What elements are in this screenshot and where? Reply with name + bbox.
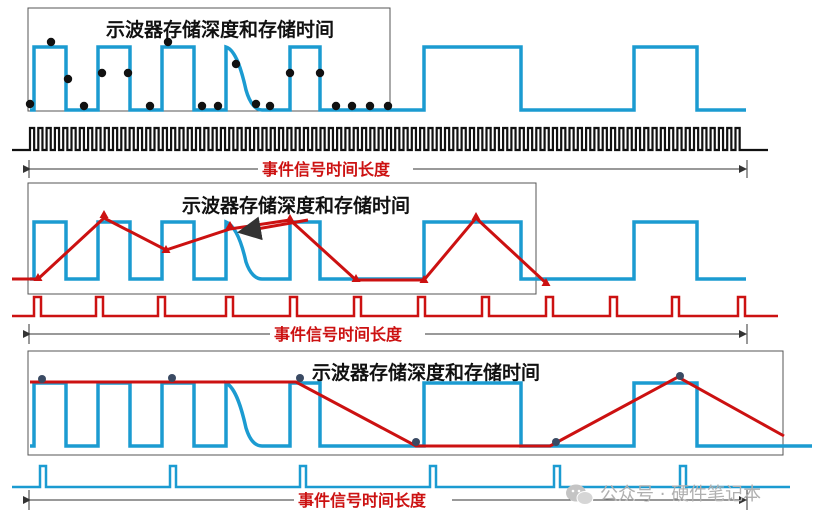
sample-point <box>265 101 275 111</box>
sample-point <box>296 374 304 382</box>
panel-1-sample-clock <box>12 126 768 152</box>
sample-point <box>383 101 393 111</box>
sample-point <box>225 221 235 229</box>
sample-point <box>25 99 35 109</box>
sample-point <box>168 374 176 382</box>
sample-point <box>471 212 481 220</box>
sample-point <box>231 59 241 69</box>
sample-point <box>251 99 261 109</box>
wechat-icon <box>566 484 594 505</box>
sample-point <box>285 214 295 222</box>
sample-point <box>197 101 207 111</box>
sample-point <box>365 101 375 111</box>
panel-3-reconstructed-waveform <box>30 375 785 448</box>
panel-1-span-label: 事件信号时间长度 <box>262 160 391 179</box>
sample-point <box>347 101 357 111</box>
sample-point <box>97 68 107 78</box>
sample-point <box>145 101 155 111</box>
panel-2: 示波器存储深度和存储时间 事件信号时间长度 <box>12 182 778 345</box>
panel-2-event-signal <box>30 219 746 281</box>
panel-3-span-label: 事件信号时间长度 <box>298 491 427 510</box>
sample-point <box>123 68 133 78</box>
sample-point <box>351 274 361 282</box>
sample-point <box>163 37 173 47</box>
sample-point <box>79 101 89 111</box>
panel-3-title: 示波器存储深度和存储时间 <box>312 361 540 384</box>
watermark-text: 公众号 · 硬件笔记本 <box>600 484 761 505</box>
sample-point <box>541 278 551 286</box>
panel-2-annotation-arrow <box>237 216 309 241</box>
watermark: 公众号 · 硬件笔记本 <box>566 484 761 505</box>
panel-2-span-label: 事件信号时间长度 <box>274 325 403 344</box>
panel-1: 示波器存储深度和存储时间 事件信号时间长度 <box>12 7 768 180</box>
sample-point <box>213 101 223 111</box>
panel-3-sample-points <box>38 372 684 446</box>
sample-point <box>285 68 295 78</box>
panel-1-sample-points <box>25 37 393 111</box>
panel-3-memory-window <box>27 350 784 456</box>
panel-2-sample-points <box>33 210 551 286</box>
sample-point <box>552 438 560 446</box>
sample-point <box>419 275 429 283</box>
panel-2-sample-clock <box>12 295 778 318</box>
panel-2-reconstructed-waveform <box>12 215 548 285</box>
sample-point <box>315 68 325 78</box>
panel-1-event-signal <box>30 44 746 112</box>
panel-1-title: 示波器存储深度和存储时间 <box>106 18 334 41</box>
sample-point <box>676 372 684 380</box>
sample-point <box>46 37 56 47</box>
sample-point <box>99 210 109 218</box>
panel-2-memory-window <box>27 182 537 295</box>
sample-point <box>63 74 73 84</box>
sample-point <box>331 101 341 111</box>
panel-3: 示波器存储深度和存储时间 事件信号时间长度 <box>12 350 812 511</box>
panel-3-sample-clock <box>12 464 790 489</box>
sample-point <box>38 375 46 383</box>
panel-3-event-signal <box>30 380 812 448</box>
panel-2-title: 示波器存储深度和存储时间 <box>182 194 410 217</box>
sample-point <box>161 245 171 253</box>
sample-point <box>33 273 43 281</box>
sample-point <box>412 438 420 446</box>
